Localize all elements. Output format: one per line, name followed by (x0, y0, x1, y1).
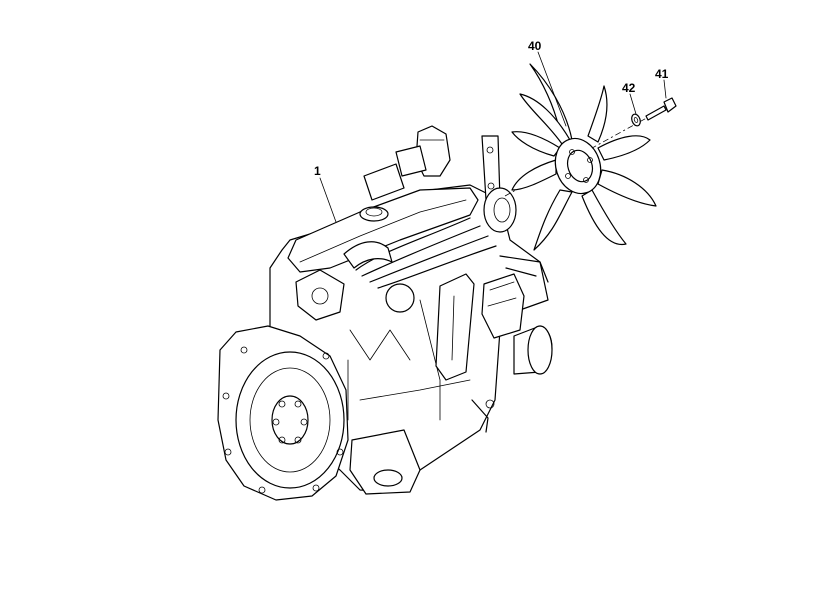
callout-engine: 1 (314, 164, 321, 178)
leader-line-fan (537, 51, 567, 127)
engine-assembly (217, 125, 553, 501)
callout-bolt: 41 (655, 67, 669, 81)
washer (631, 113, 641, 127)
leader-line-bolt (663, 79, 667, 99)
bolt (645, 97, 677, 121)
callout-fan: 40 (528, 39, 542, 53)
leader-lines (319, 51, 667, 223)
leader-line-engine (319, 177, 337, 223)
callout-washer: 42 (622, 81, 636, 95)
cooling-fan (511, 63, 657, 251)
leader-line-washer (629, 93, 637, 115)
